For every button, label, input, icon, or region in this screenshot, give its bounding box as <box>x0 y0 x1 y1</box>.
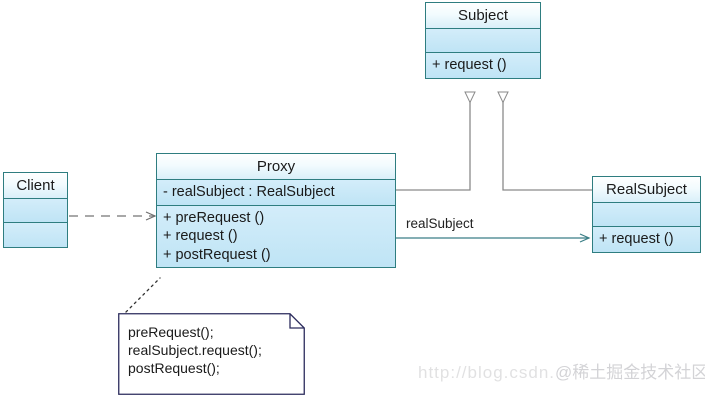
watermark-url: http://blog.csdn. <box>418 363 556 382</box>
class-box-subject[interactable]: Subject + request () <box>425 2 541 79</box>
note-line: realSubject.request(); <box>128 342 262 358</box>
edge-realsubject-to-subject <box>497 91 592 191</box>
class-box-proxy[interactable]: Proxy - realSubject : RealSubject + preR… <box>156 153 396 268</box>
note-box[interactable]: preRequest(); realSubject.request(); pos… <box>118 313 305 395</box>
class-name-subject: Subject <box>426 3 540 29</box>
watermark-brand: @稀土掘金技术社区 <box>555 363 705 382</box>
class-name-client: Client <box>4 173 67 199</box>
class-operations-proxy: + preRequest () + request () + postReque… <box>157 205 395 267</box>
class-box-client[interactable]: Client <box>3 172 68 248</box>
attribute-item: - realSubject : RealSubject <box>163 184 335 200</box>
class-attributes-realsubject <box>593 203 700 227</box>
operation-item: + request () <box>599 231 674 247</box>
class-name-realsubject: RealSubject <box>593 177 700 203</box>
class-attributes-proxy: - realSubject : RealSubject <box>157 180 395 206</box>
watermark: http://blog.csdn.@稀土掘金技术社区 <box>418 358 705 383</box>
class-operations-client <box>4 223 67 247</box>
operation-item: + postRequest () <box>163 246 271 263</box>
class-name-proxy: Proxy <box>157 154 395 180</box>
edge-label-realsubject: realSubject <box>406 216 474 231</box>
operation-item: + request () <box>432 57 507 73</box>
operation-item: + preRequest () <box>163 209 265 226</box>
note-line: postRequest(); <box>128 360 220 376</box>
class-box-realsubject[interactable]: RealSubject + request () <box>592 176 701 253</box>
note-shape <box>118 313 305 395</box>
note-text: preRequest(); realSubject.request(); pos… <box>118 313 305 383</box>
edge-note-to-proxy <box>125 277 161 313</box>
operation-item: + request () <box>163 228 238 244</box>
class-attributes-subject <box>426 29 540 53</box>
note-line: preRequest(); <box>128 324 214 340</box>
edge-proxy-to-subject <box>396 91 476 191</box>
class-operations-realsubject: + request () <box>593 227 700 252</box>
class-attributes-client <box>4 199 67 223</box>
class-operations-subject: + request () <box>426 53 540 78</box>
